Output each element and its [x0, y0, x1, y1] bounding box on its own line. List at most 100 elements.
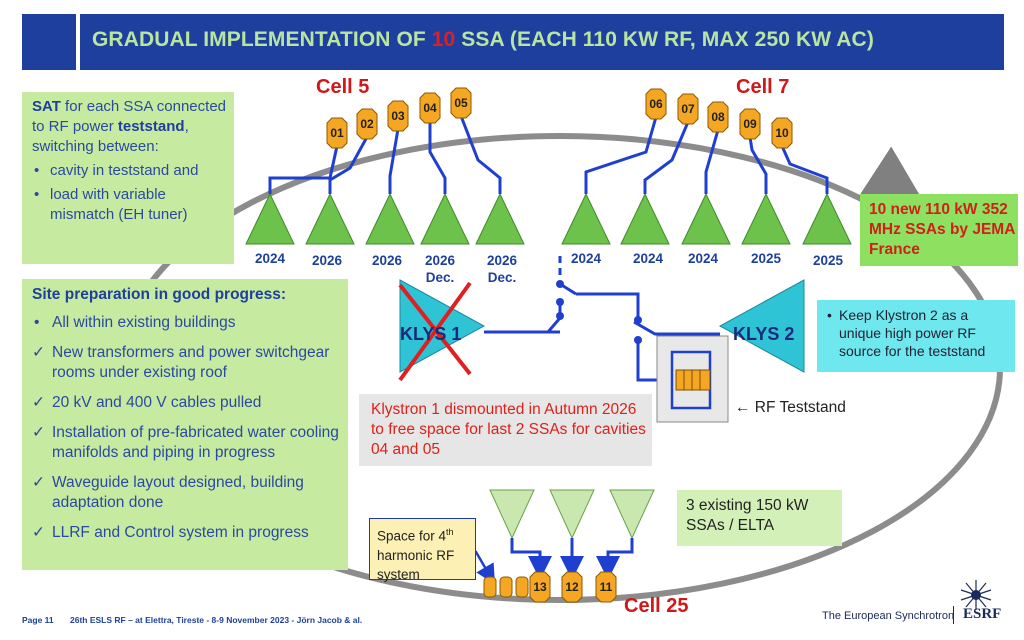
header-bar [80, 14, 1004, 70]
existing-ssa-3 [609, 489, 655, 540]
year-note: Dec. [487, 270, 517, 285]
cavity-shape [387, 100, 409, 132]
switch-node [556, 298, 564, 306]
site-item: 20 kV and 400 V cables pulled [32, 393, 348, 413]
sat-item: cavity in teststand and [32, 161, 234, 181]
cavity-label: 08 [711, 110, 725, 124]
waveguide-line [388, 128, 400, 194]
year-value: 2026 [486, 253, 518, 268]
harmonic-slot-shape [515, 576, 529, 598]
cavity-shape [707, 101, 729, 133]
sat-item: load with variable mismatch (EH tuner) [32, 185, 234, 225]
waveguide-line [748, 136, 768, 194]
cavity-04: 04 [419, 92, 441, 124]
teststand-cavity [675, 369, 711, 391]
ssa-triangle [420, 192, 470, 245]
klystron-1-note: Klystron 1 dismounted in Autumn 2026 to … [359, 394, 652, 466]
cavity-shape [739, 108, 761, 140]
site-item: All within existing buildings [32, 313, 348, 333]
title-prefix: GRADUAL IMPLEMENTATION OF [92, 28, 432, 51]
existing-ssa-1 [489, 489, 535, 540]
cavity-label: 09 [743, 117, 757, 131]
harmonic-slot [499, 576, 513, 598]
waveguide-line [643, 121, 690, 194]
year-value: 2025 [750, 251, 782, 266]
ssa-row [245, 192, 852, 245]
year-value: 2026 [424, 253, 456, 268]
cavity-shape [450, 87, 472, 119]
ssa-triangle [561, 192, 611, 245]
site-item: Waveguide layout designed, building adap… [32, 473, 348, 513]
harmonic-note: Space for 4th harmonic RF system [369, 518, 476, 582]
year-label: 2025 [736, 250, 796, 267]
harmonic-post: harmonic RF system [377, 547, 455, 582]
cavity-02: 02 [356, 108, 378, 140]
cavity-03: 03 [387, 100, 409, 132]
year-value: 2024 [254, 251, 286, 266]
switch-node [556, 312, 564, 320]
year-value: 2024 [687, 251, 719, 266]
cell25-line-11 [596, 538, 634, 580]
header-left-block [22, 14, 76, 70]
cavity-shape [326, 117, 348, 149]
footer-event: 26th ESLS RF – at Elettra, Tireste - 8-9… [70, 615, 363, 625]
bullet: • [827, 307, 832, 323]
cavity-shape [419, 92, 441, 124]
site-list: All within existing buildingsNew transfo… [32, 313, 348, 543]
switch-to-teststand-line [576, 292, 640, 318]
ssa-triangle [802, 192, 852, 245]
ssa-triangle [365, 192, 415, 245]
site-title: Site preparation in good progress: [32, 286, 287, 303]
harmonic-sup: th [446, 527, 454, 537]
ssa-triangle [741, 192, 791, 245]
harmonic-slot-shape [483, 576, 497, 598]
title-highlight: 10 [431, 28, 456, 51]
year-label: 2024 [240, 250, 300, 267]
waveguide-line [428, 121, 447, 194]
klystron-1-label: KLYS 1 [400, 324, 462, 344]
sat-lead-bold2: teststand [117, 118, 185, 135]
klystron-2-note-text: Keep Klystron 2 as a unique high power R… [839, 307, 986, 359]
sat-lead-text: for each SSA connected to RF power [32, 98, 227, 135]
cell25-line-13 [510, 538, 552, 580]
year-value: 2026 [371, 253, 403, 268]
ring-direction-arrow [858, 146, 926, 205]
cavity-shape [677, 93, 699, 125]
teststand-loop [670, 350, 688, 410]
cavity-label: 02 [360, 117, 374, 131]
klystron-2-label: KLYS 2 [733, 324, 795, 344]
cavity-label: 11 [600, 580, 613, 594]
waveguide-line [584, 116, 658, 194]
ssa-triangle [245, 192, 295, 245]
waveguide-line [328, 136, 369, 194]
year-label: 2024 [618, 250, 678, 267]
year-label: 2025 [798, 252, 858, 269]
cavity-13: 13 [529, 571, 551, 603]
cavity-08: 08 [707, 101, 729, 133]
page-title: GRADUAL IMPLEMENTATION OF 10 SSA (EACH 1… [92, 28, 874, 52]
cavity-shape [645, 88, 667, 120]
waveguide-line [459, 115, 502, 194]
waveguide-line [268, 145, 339, 194]
cavity-09: 09 [739, 108, 761, 140]
year-label: 2024 [673, 250, 733, 267]
cavity-10: 10 [771, 117, 793, 149]
site-item: New transformers and power switchgear ro… [32, 343, 348, 383]
waveguide-lines [268, 115, 829, 194]
cavity-label: 13 [533, 580, 547, 594]
klystron-2 [718, 279, 805, 373]
cavity-07: 07 [677, 93, 699, 125]
cavity-label: 10 [775, 126, 789, 140]
cavity-label: 06 [649, 97, 663, 111]
cavity-01: 01 [326, 117, 348, 149]
jema-note: 10 new 110 kW 352 MHz SSAs by JEMA Franc… [860, 194, 1018, 266]
cavity-06: 06 [645, 88, 667, 120]
cavity-shape [529, 571, 551, 603]
cavity-label: 03 [391, 109, 405, 123]
switch-node [634, 316, 642, 324]
year-label: 2024 [556, 250, 616, 267]
year-value: 2024 [570, 251, 602, 266]
switch-node [556, 280, 564, 288]
